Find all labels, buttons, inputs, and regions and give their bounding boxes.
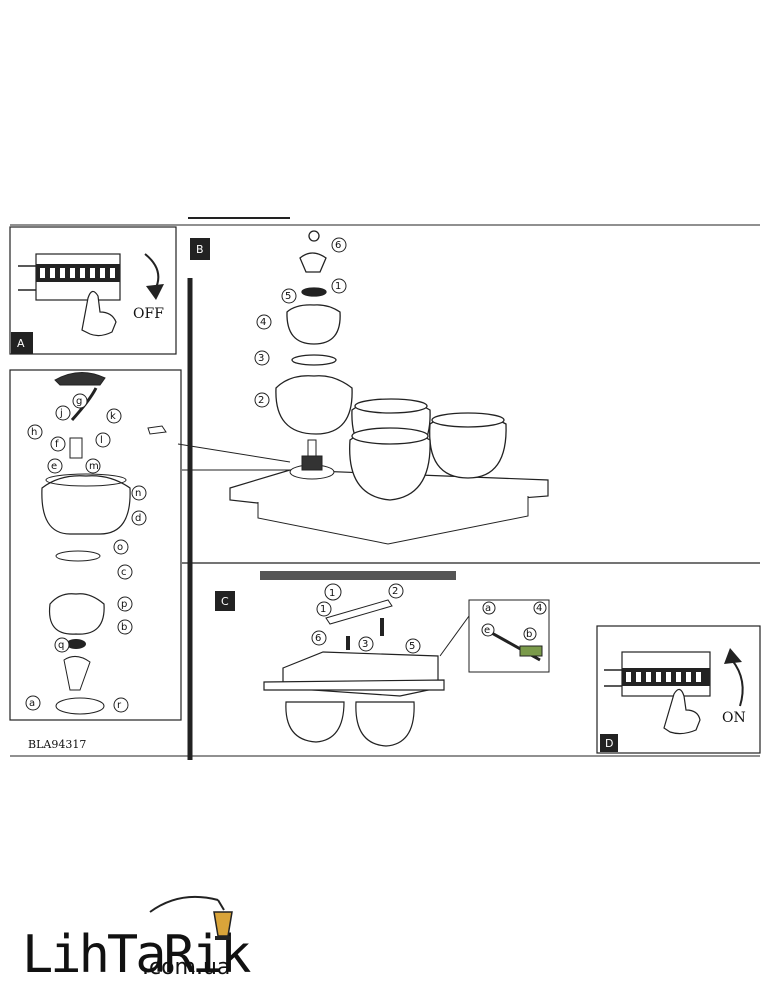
panel-b-step-labels: 6 5 1 4 3 2: [254, 237, 347, 408]
hand-icon: [663, 688, 701, 735]
panel-c-detail-labels: a 4 e b: [481, 601, 547, 641]
breaker-panel-on: [604, 651, 711, 697]
hand-icon: [81, 290, 117, 337]
mounted-shades: [285, 701, 415, 747]
svg-text:e: e: [484, 625, 490, 636]
arrow-up-icon: [731, 659, 744, 707]
svg-text:6: 6: [335, 240, 341, 251]
frame-lines: [10, 217, 760, 760]
svg-text:3: 3: [258, 353, 264, 364]
panel-b-letter: B: [196, 243, 204, 256]
panel-a-letter: A: [17, 337, 25, 350]
panel-a-marker: [11, 332, 33, 354]
svg-text:j: j: [59, 408, 63, 419]
svg-text:q: q: [58, 640, 64, 651]
screw-icon: [346, 636, 350, 650]
large-glass-shade: [41, 473, 131, 535]
wrench-icon: [147, 425, 167, 435]
off-label: OFF: [133, 306, 164, 322]
svg-text:4: 4: [260, 317, 266, 328]
svg-text:h: h: [31, 427, 37, 438]
stack-parts: [275, 230, 353, 435]
svg-text:e: e: [51, 461, 57, 472]
panel-c-marker: [215, 591, 235, 611]
on-label: ON: [722, 710, 746, 726]
svg-text:c: c: [121, 567, 127, 578]
lamp-holder: [289, 439, 335, 480]
svg-text:k: k: [110, 411, 116, 422]
svg-text:a: a: [29, 698, 35, 709]
lantern-icon: [213, 899, 233, 940]
panel-a: OFF A: [9, 226, 177, 355]
panel-c-letter: C: [221, 595, 229, 608]
svg-text:f: f: [55, 439, 59, 450]
svg-text:4: 4: [536, 603, 542, 614]
logo-swoosh: [149, 895, 219, 913]
exploded-step-labels: g j k h f l e m n d o c p b q a r: [25, 393, 147, 713]
svg-text:p: p: [121, 599, 127, 610]
arrow-down-icon: [144, 253, 160, 291]
svg-text:5: 5: [409, 641, 415, 652]
logo-domain: .com.ua: [142, 955, 230, 980]
exploded-view: g j k h f l e m n d o c p b q a r BLA943…: [9, 369, 182, 751]
svg-text:l: l: [100, 435, 103, 446]
svg-text:2: 2: [392, 586, 398, 597]
breaker-panel-off: [18, 253, 121, 301]
socket-part: [69, 437, 83, 459]
panel-d-letter: D: [605, 737, 613, 750]
svg-text:1: 1: [335, 281, 341, 292]
panel-c: C 1 2 1 6 3 5 a 4 e: [215, 571, 550, 747]
svg-text:g: g: [76, 396, 82, 407]
svg-text:o: o: [117, 542, 123, 553]
svg-text:1: 1: [320, 604, 326, 615]
panel-c-step-labels: 1 2 1 6 3 5: [311, 583, 421, 654]
canopy-cap: [54, 372, 106, 386]
panel-b-marker: [190, 238, 210, 260]
svg-text:m: m: [89, 461, 99, 472]
panel-d: ON D: [596, 625, 761, 754]
ceiling-hatch: [260, 571, 456, 580]
svg-text:b: b: [526, 629, 532, 640]
ring-part: [55, 550, 101, 562]
brand-logo: LihTaRik .com.ua: [22, 895, 254, 985]
svg-text:5: 5: [285, 291, 291, 302]
nut-part: [66, 639, 86, 649]
panel-b: B 6 5 1: [177, 230, 549, 545]
ceiling-mount-part: [63, 656, 91, 691]
canopy-box: [263, 651, 445, 697]
mounting-bracket: [325, 599, 393, 625]
svg-text:b: b: [121, 622, 127, 633]
svg-text:d: d: [135, 513, 141, 524]
svg-text:r: r: [117, 700, 122, 711]
svg-text:1: 1: [329, 588, 335, 599]
product-code: BLA94317: [28, 738, 86, 751]
svg-text:n: n: [135, 488, 141, 499]
panel-d-marker: [600, 734, 618, 752]
logo-brand: LihTaRik: [22, 925, 251, 985]
glass-shades: [349, 398, 507, 501]
svg-text:6: 6: [315, 633, 321, 644]
svg-text:3: 3: [362, 639, 368, 650]
small-glass-shade: [48, 593, 105, 635]
svg-text:2: 2: [258, 395, 264, 406]
svg-text:a: a: [485, 603, 491, 614]
